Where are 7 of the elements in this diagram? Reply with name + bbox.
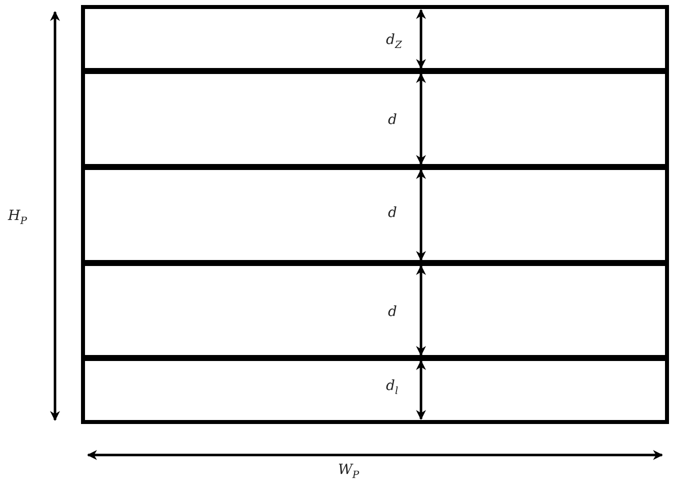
dimension-label: d — [388, 304, 397, 320]
dimension-label: H$_{P}$ — [8, 208, 27, 229]
dimension-label: d — [388, 112, 397, 128]
dimension-label: d$_{Z}$ — [386, 32, 402, 53]
dimension-label: d$_{l}$ — [386, 378, 398, 399]
dimension-label: W$_{P}$ — [338, 462, 360, 480]
dimension-label: d — [388, 205, 397, 221]
